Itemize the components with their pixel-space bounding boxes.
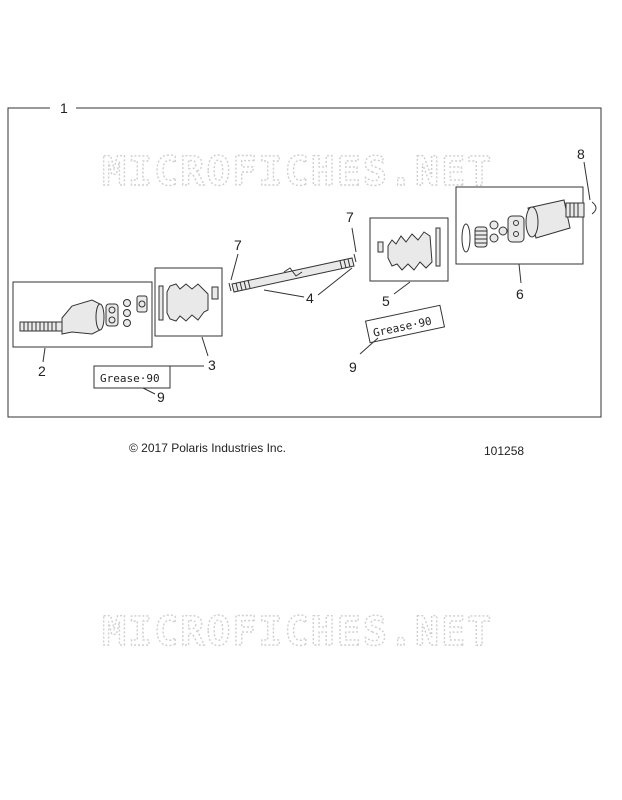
watermark-bottom: MICROFICHES.NET	[102, 609, 493, 655]
inner-cv-joint-box[interactable]	[455, 186, 585, 265]
grease-packet-left[interactable]: Grease·90	[93, 365, 171, 389]
figure-id: 101258	[484, 444, 525, 458]
small-clamp-icon	[211, 286, 219, 300]
assembly-frame	[7, 107, 602, 418]
roller-icon	[489, 220, 508, 243]
callout-3[interactable]: 3	[208, 357, 216, 373]
callout-7-left[interactable]: 7	[234, 237, 242, 253]
bell-housing-icon	[61, 299, 105, 335]
callout-2[interactable]: 2	[38, 363, 46, 379]
axle-shaft[interactable]	[231, 257, 355, 293]
callout-6[interactable]: 6	[516, 286, 524, 302]
circlip-left-icon	[228, 282, 232, 292]
bearing-cage-icon	[105, 303, 119, 327]
callout-9-left[interactable]: 9	[157, 389, 165, 405]
copyright-text: © 2017 Polaris Industries Inc.	[129, 441, 286, 455]
callout-1[interactable]: 1	[60, 100, 68, 116]
housing-icon	[525, 199, 585, 239]
callout-4[interactable]: 4	[306, 290, 314, 306]
inner-boot-icon	[387, 231, 433, 271]
callout-5[interactable]: 5	[382, 293, 390, 309]
circlip-right-icon	[353, 253, 357, 263]
snap-ring-icon	[461, 223, 471, 253]
watermark-top: MICROFICHES.NET	[102, 149, 493, 195]
grease-packet-right[interactable]: Grease·90	[364, 304, 446, 344]
shaft-icon	[231, 257, 355, 293]
clamp-icon-inner	[435, 227, 441, 267]
cage-icon	[507, 215, 525, 243]
outer-boot-kit-box[interactable]	[154, 267, 223, 337]
inner-boot-kit-box[interactable]	[369, 217, 449, 282]
small-clamp-icon-inner	[377, 241, 384, 253]
boot-icon	[166, 283, 209, 322]
ball-icon	[123, 299, 131, 327]
callout-9-right[interactable]: 9	[349, 359, 357, 375]
retaining-ring-icon	[591, 201, 597, 215]
callout-7-right[interactable]: 7	[346, 209, 354, 225]
grease-label-left: Grease·90	[100, 372, 160, 385]
clamp-icon	[158, 285, 164, 321]
outer-cv-joint-box[interactable]	[12, 281, 153, 348]
inner-race-icon	[136, 295, 148, 313]
callout-8[interactable]: 8	[577, 146, 585, 162]
spider-icon	[474, 226, 488, 248]
splined-stub-icon	[19, 321, 63, 332]
